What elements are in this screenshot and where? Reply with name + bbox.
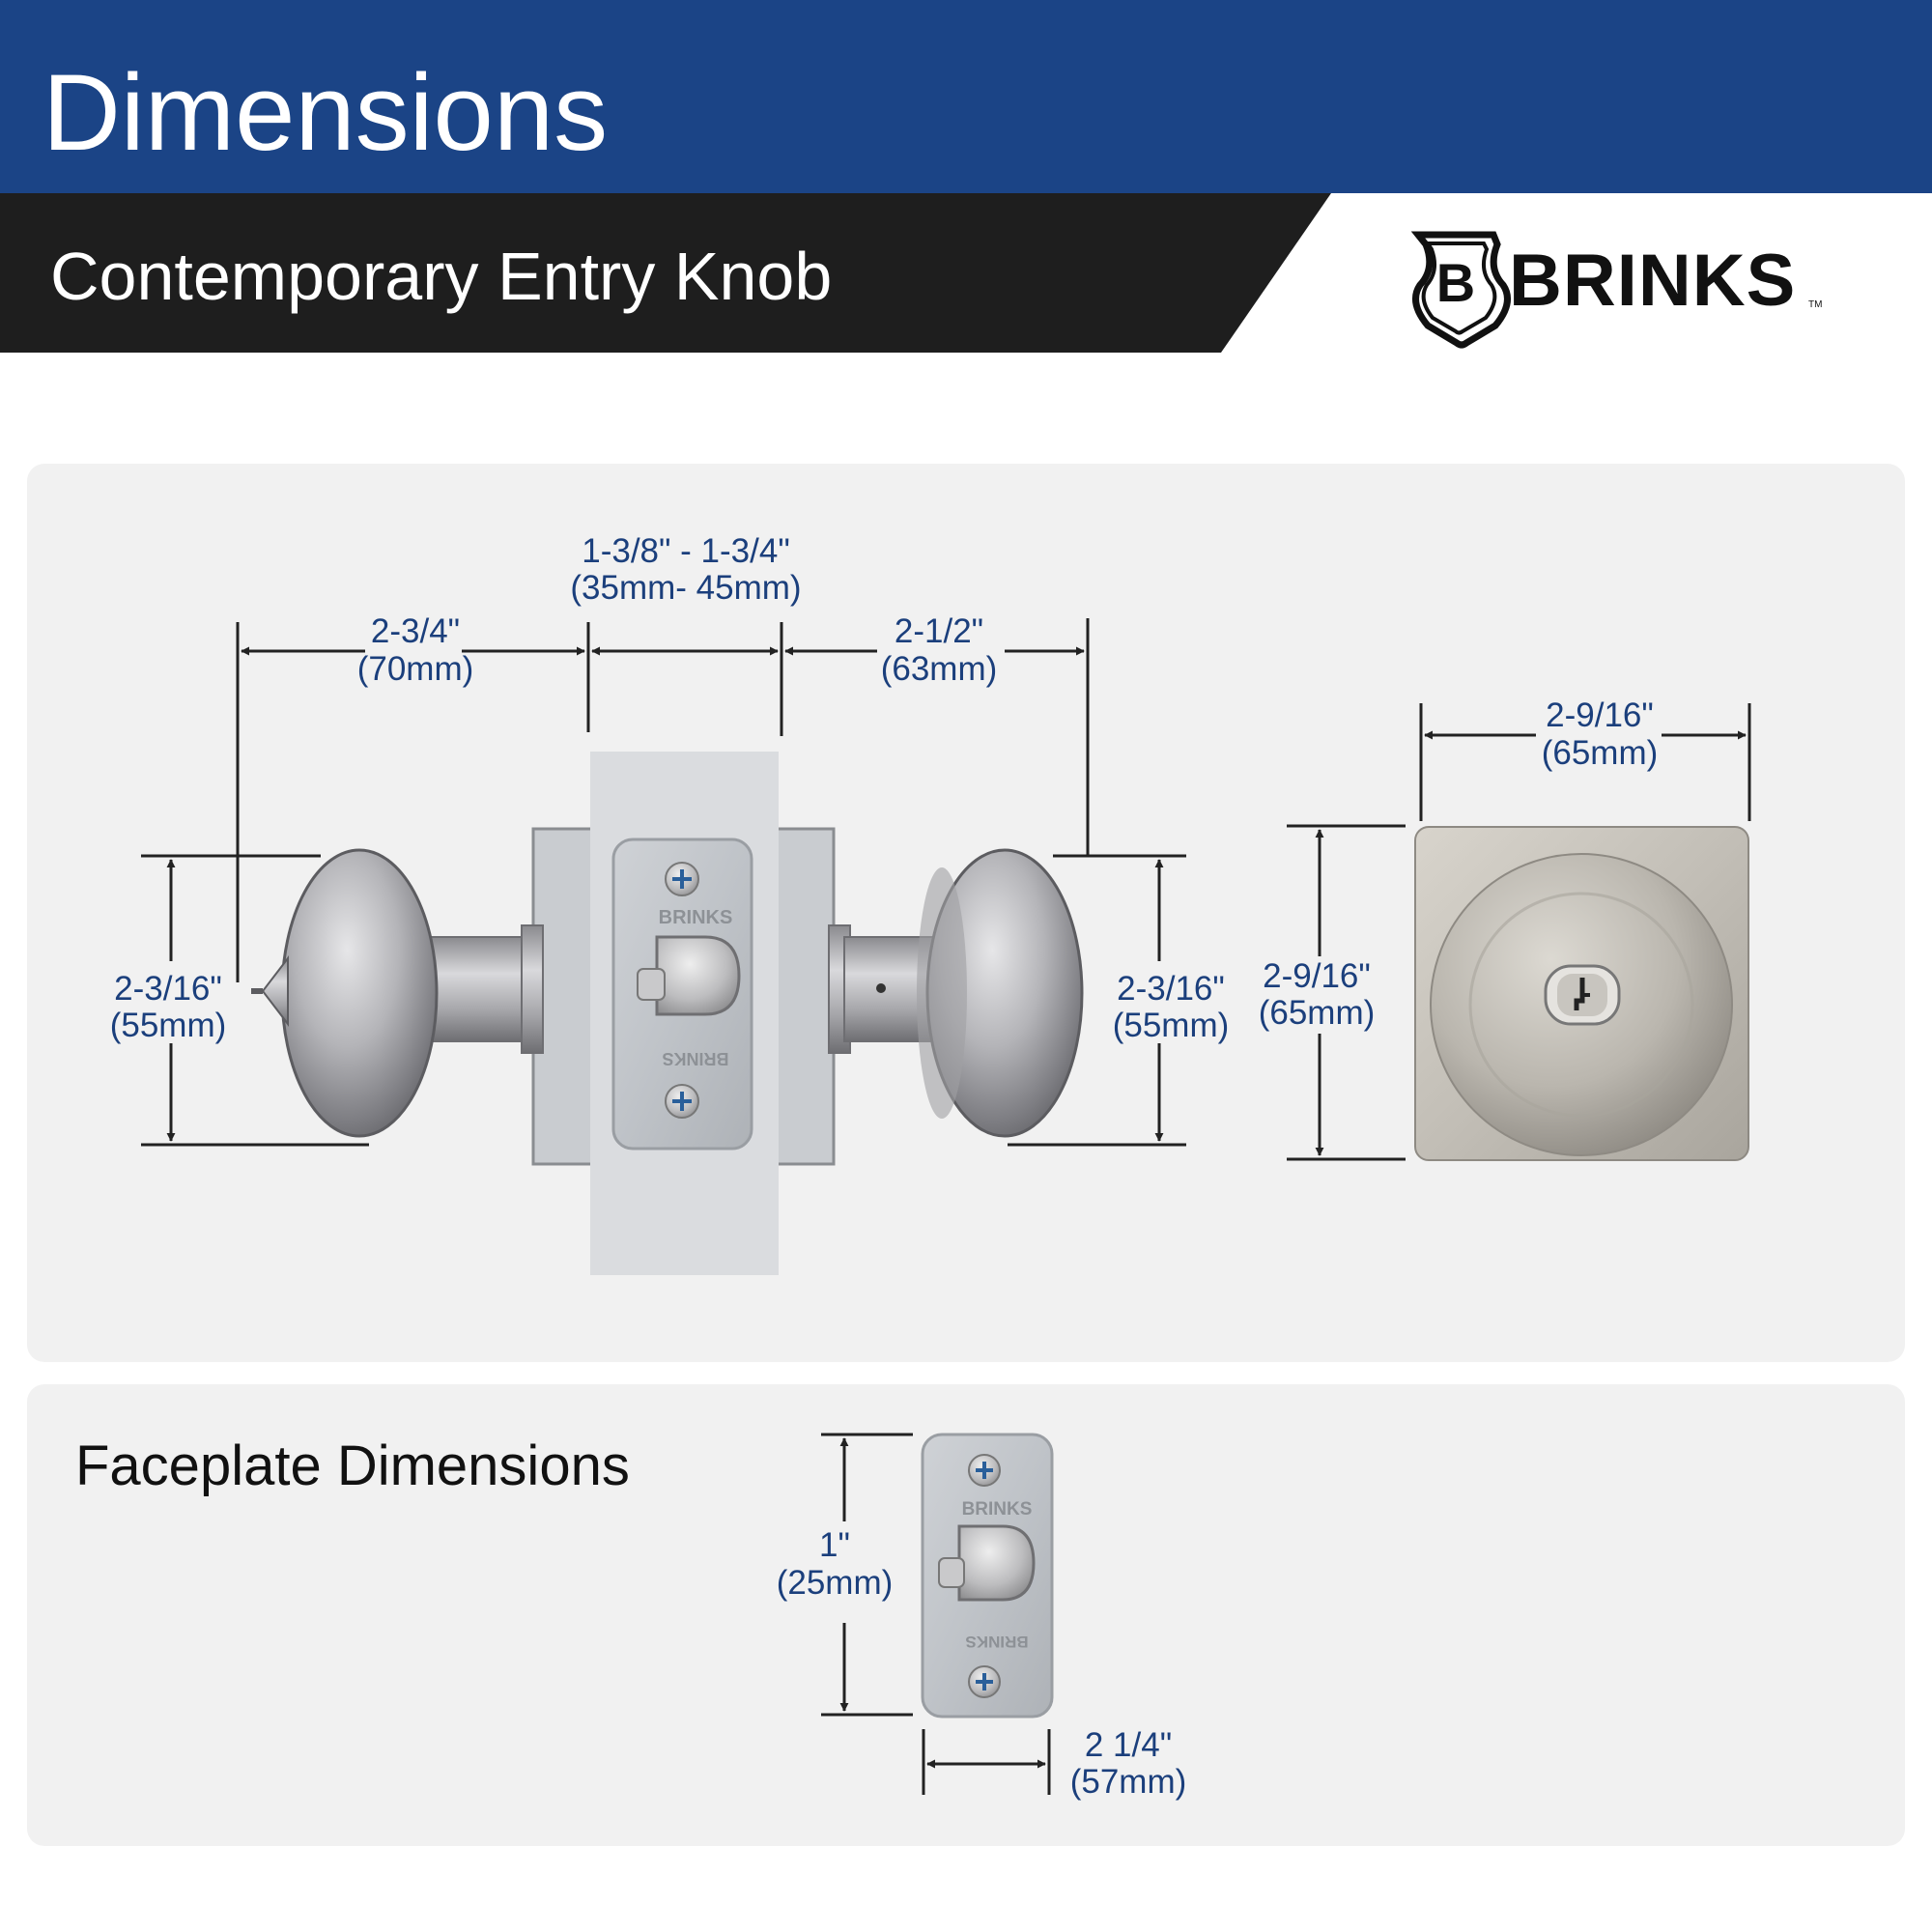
product-name: Contemporary Entry Knob [50,239,832,314]
keyhole-icon [1544,964,1621,1026]
faceplate-height-label: 2 1/4" [1085,1726,1172,1764]
exterior-knob-height-metric: (55mm) [110,1007,227,1044]
brand-name: BRINKS [1509,240,1796,322]
side-view-lock: BRINKS BRINKS [251,752,1084,1275]
page-title: Dimensions [43,52,608,173]
faceplate-width-metric: (25mm) [777,1564,894,1602]
rose-width-label: 2-9/16" [1546,696,1654,734]
rose-height-metric: (65mm) [1259,994,1376,1032]
interior-projection-label: 2-1/2" [895,612,983,650]
faceplate-width-label: 1" [819,1526,850,1564]
front-view-lock [1414,826,1749,1161]
door-thickness-label: 1-3/8" - 1-3/4" [582,532,790,570]
exterior-knob-height-label: 2-3/16" [114,970,222,1008]
faceplate-height-metric: (57mm) [1070,1763,1187,1801]
latch-faceplate: BRINKS BRINKS [611,838,753,1151]
rose-height-label: 2-9/16" [1263,957,1371,995]
interior-knob-height-label: 2-3/16" [1117,970,1225,1008]
svg-text:BRINKS: BRINKS [965,1633,1028,1651]
trademark: TM [1808,299,1822,310]
interior-projection-metric: (63mm) [881,650,998,688]
interior-knob-height-metric: (55mm) [1113,1007,1230,1044]
header-bar [0,0,1932,193]
svg-text:BRINKS: BRINKS [662,1049,728,1068]
interior-knob [828,848,1084,1138]
subheader-bar [0,193,1331,353]
exterior-knob [251,848,544,1138]
exterior-projection-label: 2-3/4" [371,612,460,650]
faceplate-brand: BRINKS [962,1499,1033,1520]
faceplate-image: BRINKS BRINKS [921,1433,1054,1719]
front-dimension-lines [1287,703,1751,1161]
brinks-logo: B BRINKS TM [1410,231,1822,349]
door-thickness-metric: (35mm- 45mm) [570,569,801,607]
faceplate-heading: Faceplate Dimensions [75,1435,630,1497]
side-dimension-lines [141,618,1186,1147]
faceplate-dimension-lines [821,1433,1051,1795]
brand-mark: B [1436,252,1475,313]
latch-brand: BRINKS [659,907,733,928]
rose-width-metric: (65mm) [1542,734,1659,772]
exterior-projection-metric: (70mm) [357,650,474,688]
